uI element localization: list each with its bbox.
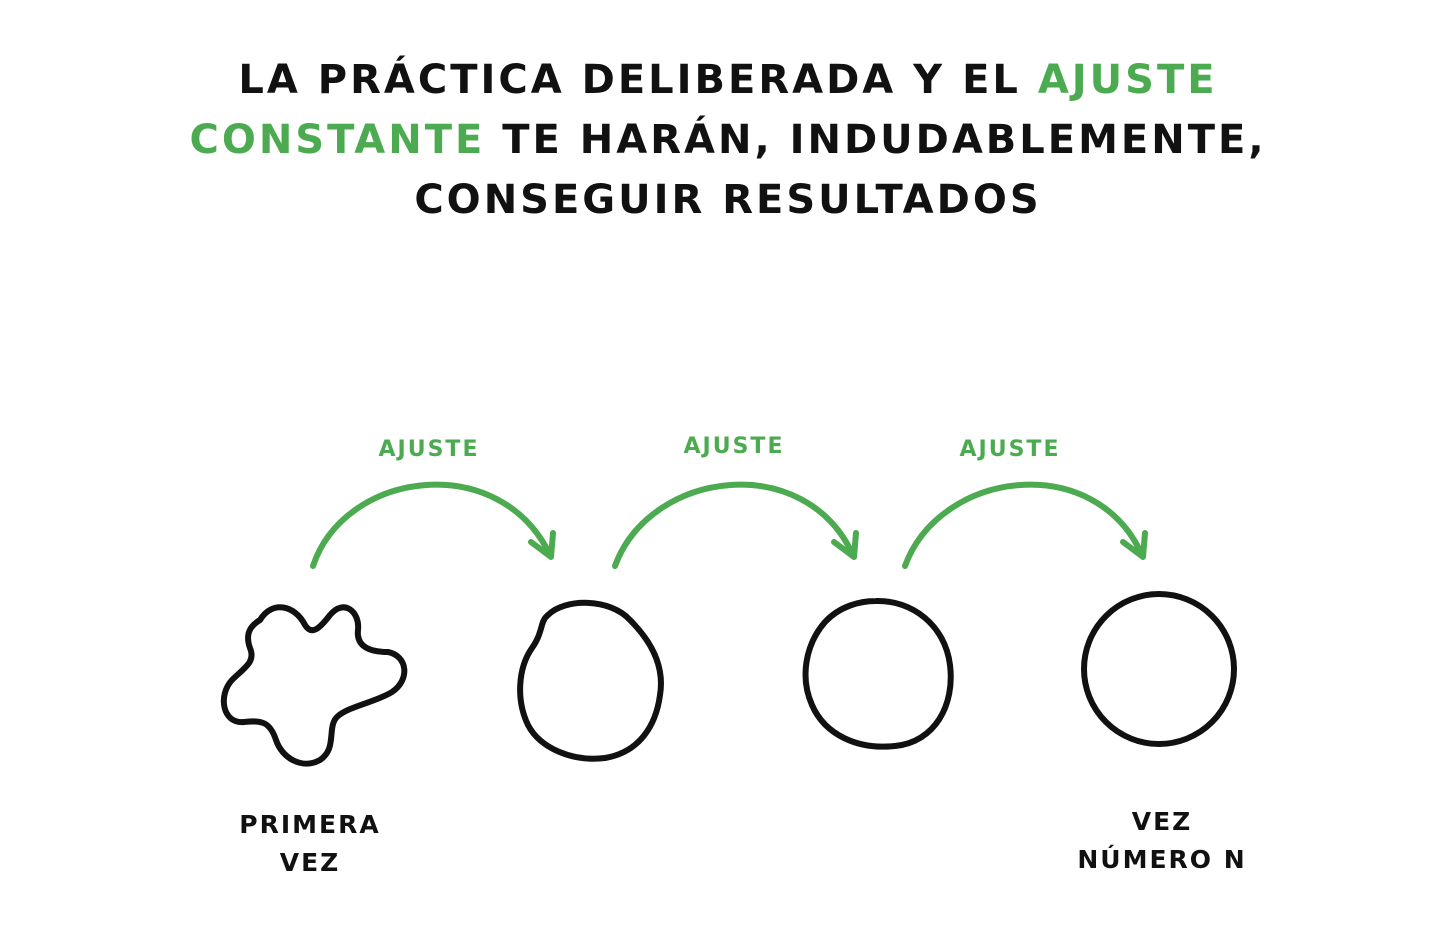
arrow-1-label: AJUSTE — [378, 437, 480, 462]
step-1-label: PRIMERA VEZ — [180, 806, 440, 882]
title-line-2: CONSTANTE TE HARÁN, INDUDABLEMENTE, — [0, 110, 1456, 170]
title-text-1: LA PRÁCTICA DELIBERADA Y EL — [238, 57, 1038, 103]
rough-circle-second — [517, 599, 664, 762]
blob-shape-first — [221, 604, 408, 767]
page-title: LA PRÁCTICA DELIBERADA Y EL AJUSTE CONST… — [0, 50, 1456, 230]
arrow-3-label: AJUSTE — [959, 437, 1061, 462]
arrow-1-head — [528, 530, 556, 560]
arrow-3 — [902, 481, 1148, 569]
step-1-label-line-1: PRIMERA — [239, 810, 381, 839]
title-line-3: CONSEGUIR RESULTADOS — [0, 170, 1456, 230]
step-4-label-line-2: NÚMERO N — [1077, 845, 1247, 874]
step-4-label: VEZ NÚMERO N — [1032, 803, 1292, 879]
title-highlight-constante: CONSTANTE — [189, 117, 486, 163]
title-text-2: TE HARÁN, INDUDABLEMENTE, — [485, 117, 1267, 163]
arrow-2 — [612, 481, 859, 569]
arrow-1-curve — [310, 481, 553, 569]
arrow-3-curve — [902, 481, 1145, 569]
arrow-2-curve — [612, 481, 856, 569]
step-4-label-line-1: VEZ — [1131, 807, 1193, 836]
arrow-2-label: AJUSTE — [683, 434, 785, 459]
title-text-3: CONSEGUIR RESULTADOS — [414, 177, 1042, 223]
perfect-circle-final — [1081, 591, 1237, 747]
arrow-3-head — [1120, 530, 1148, 560]
title-line-1: LA PRÁCTICA DELIBERADA Y EL AJUSTE — [0, 50, 1456, 110]
title-highlight-ajuste: AJUSTE — [1037, 57, 1218, 103]
step-1-label-line-2: VEZ — [279, 848, 341, 877]
rough-circle-third — [802, 597, 954, 750]
arrow-2-head — [831, 530, 859, 560]
arrow-1 — [310, 481, 556, 569]
